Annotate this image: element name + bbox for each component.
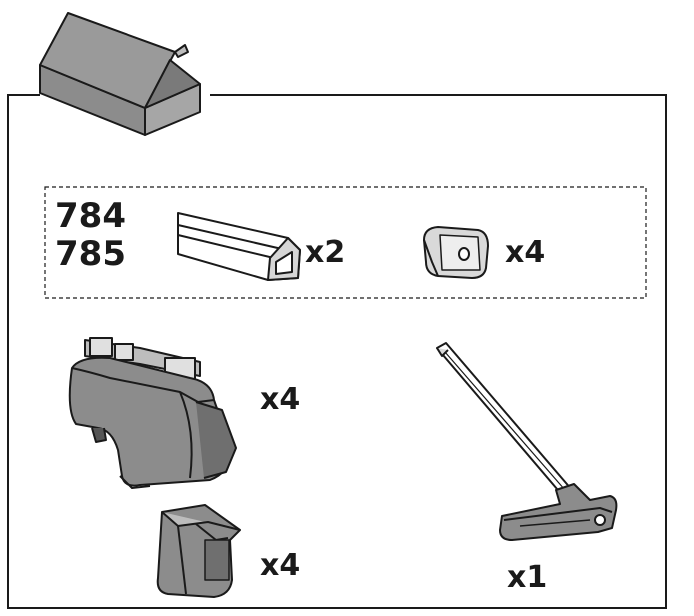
- key-tool-icon: [436, 342, 618, 541]
- foot-pad-icon: [156, 504, 241, 598]
- model-number-785: 785: [55, 234, 126, 274]
- roof-bar-icon: [177, 212, 301, 281]
- quantity-end-caps: x4: [505, 235, 546, 270]
- box-icon: [39, 12, 201, 136]
- bar-kit-group-border: [44, 186, 647, 299]
- quantity-feet: x4: [260, 382, 301, 417]
- quantity-bars: x2: [305, 235, 346, 270]
- quantity-foot-pads: x4: [260, 548, 301, 583]
- quantity-tool: x1: [507, 560, 548, 595]
- model-number-784: 784: [55, 196, 126, 236]
- roof-rack-foot-icon: [68, 337, 237, 489]
- outer-frame: [7, 94, 667, 609]
- end-cap-icon: [423, 226, 489, 279]
